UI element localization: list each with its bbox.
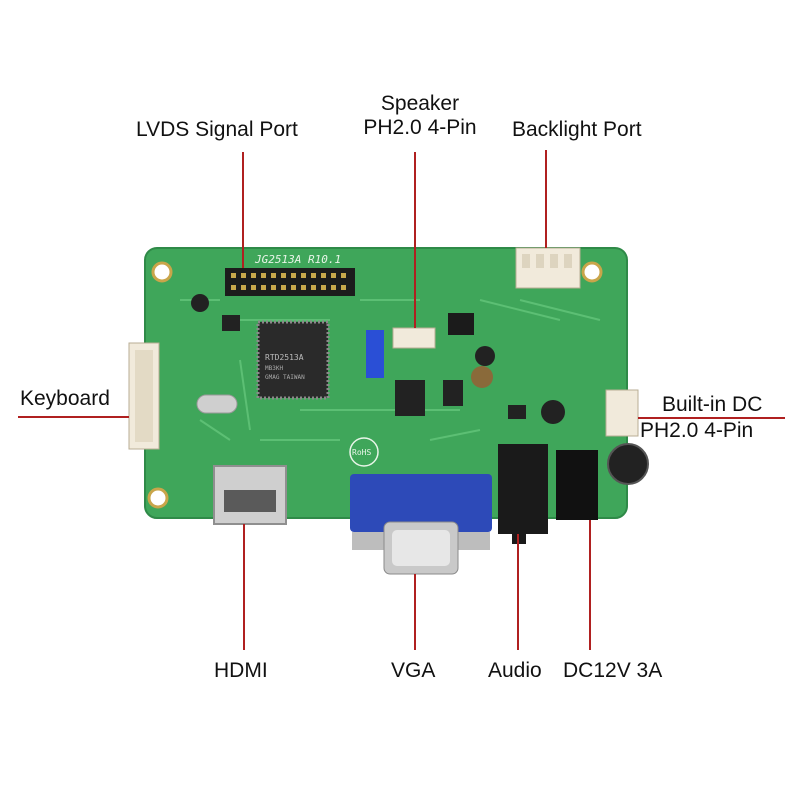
label-hdmi: HDMI xyxy=(214,659,268,682)
label-audio: Audio xyxy=(488,659,542,682)
label-lvds-signal-port: LVDS Signal Port xyxy=(136,118,298,141)
speaker-connector xyxy=(392,327,436,349)
chip-label-line1: RTD2513A xyxy=(265,353,304,362)
label-builtin-dc-line2: PH2.0 4-Pin xyxy=(640,419,754,442)
lvds-header xyxy=(225,268,355,296)
label-builtin-dc: Built-in DC PH2.0 4-Pin xyxy=(640,393,762,443)
dc-power-jack xyxy=(556,450,598,520)
chip-label-line2: MB3KH xyxy=(265,365,283,372)
keyboard-connector xyxy=(128,342,160,450)
blue-jumper xyxy=(366,330,384,378)
label-builtin-dc-line1: Built-in DC xyxy=(662,393,763,416)
hdmi-port xyxy=(213,465,287,525)
rohs-mark xyxy=(349,437,379,467)
builtin-dc-connector xyxy=(605,389,639,437)
main-chip: RTD2513A MB3KH GMAG TAIWAN xyxy=(256,320,330,400)
label-speaker-line2: PH2.0 4-Pin xyxy=(363,116,477,139)
mounting-hole xyxy=(147,487,169,509)
label-speaker: Speaker PH2.0 4-Pin xyxy=(345,92,495,140)
backlight-connector xyxy=(515,247,581,289)
rohs-text: RoHS xyxy=(352,448,371,457)
label-vga: VGA xyxy=(391,659,436,682)
label-speaker-line1: Speaker xyxy=(380,92,460,115)
electrolytic-capacitor xyxy=(607,443,649,485)
mounting-hole xyxy=(581,261,603,283)
label-backlight-port: Backlight Port xyxy=(512,118,642,141)
audio-jack xyxy=(498,444,548,544)
label-dc12v-3a: DC12V 3A xyxy=(563,659,663,682)
chip-label-line3: GMAG TAIWAN xyxy=(265,374,305,381)
mounting-hole xyxy=(151,261,173,283)
board-model-silkscreen: JG2513A R10.1 xyxy=(254,253,341,266)
label-keyboard: Keyboard xyxy=(20,387,110,410)
vga-port xyxy=(350,474,492,575)
crystal xyxy=(196,394,238,414)
pointer-lines xyxy=(18,150,785,650)
